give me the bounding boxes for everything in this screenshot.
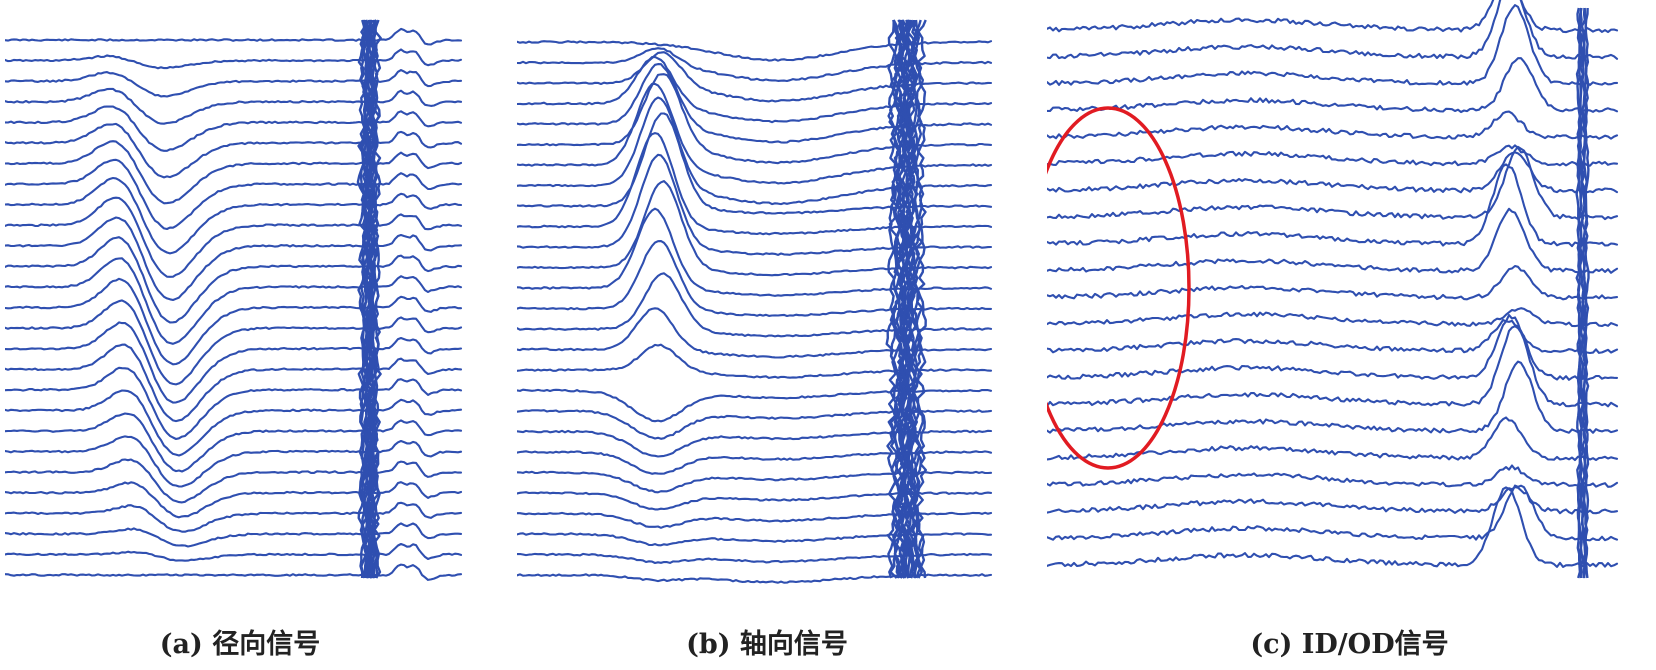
signal-trace (5, 458, 463, 504)
signal-trace (1047, 318, 1619, 355)
caption-a: (a) 径向信号 (159, 629, 321, 660)
signal-trace (5, 196, 463, 278)
burst-trace (367, 19, 382, 579)
signal-trace (1047, 145, 1619, 221)
signal-trace (1047, 464, 1619, 488)
signal-trace (5, 321, 463, 404)
burst-trace (900, 19, 919, 579)
signal-trace (1047, 144, 1619, 167)
signal-trace (1047, 163, 1619, 248)
burst-trace (900, 19, 919, 579)
signal-trace (1047, 486, 1619, 568)
signal-trace (1047, 484, 1619, 542)
caption-c: (c) ID/OD信号 (1250, 629, 1449, 660)
signal-trace (1047, 486, 1619, 515)
signal-trace (5, 435, 463, 488)
signal-trace (517, 491, 993, 511)
panel-c-traces (1047, 0, 1619, 579)
signal-trace (5, 563, 463, 581)
signal-trace (1047, 307, 1619, 328)
burst-trace (889, 19, 908, 579)
panel-b-traces (517, 19, 993, 584)
burst-trace (908, 19, 927, 579)
caption-b: (b) 轴向信号 (686, 629, 848, 660)
signal-trace (5, 481, 463, 519)
signal-trace (5, 299, 463, 386)
signal-trace (5, 389, 463, 457)
burst-trace (359, 19, 375, 579)
burst-trace (888, 19, 908, 579)
signal-trace (1047, 325, 1619, 408)
signal-trace (1047, 264, 1619, 301)
signal-trace (5, 122, 463, 179)
signal-trace (5, 69, 463, 98)
highlight-ellipse (1047, 106, 1191, 470)
signal-trace (1047, 360, 1619, 434)
panel-c (1047, 0, 1652, 615)
signal-trace (1047, 110, 1619, 140)
signal-trace (5, 412, 463, 473)
signal-trace (517, 40, 993, 62)
signal-trace (5, 158, 463, 231)
signal-trace (5, 277, 463, 366)
signal-trace (5, 140, 463, 205)
signal-trace (5, 48, 463, 70)
signal-trace (5, 257, 463, 345)
signal-trace (5, 366, 463, 441)
panel-a (5, 0, 475, 615)
panel-a-traces (5, 19, 463, 581)
burst-trace (1576, 7, 1585, 579)
signal-trace (517, 207, 993, 297)
signal-trace (1047, 0, 1619, 60)
signal-trace (5, 87, 463, 125)
signal-trace (5, 343, 463, 423)
burst-trace (1581, 7, 1590, 579)
signal-trace (5, 522, 463, 548)
signal-trace (1047, 151, 1619, 194)
signal-trace (5, 176, 463, 255)
signal-trace (5, 501, 463, 533)
signal-trace (1047, 207, 1619, 274)
signal-trace (5, 216, 463, 302)
burst-trace (361, 19, 376, 579)
signal-trace (5, 105, 463, 152)
burst-trace (360, 19, 375, 579)
signal-trace (1047, 4, 1619, 86)
signal-trace (5, 27, 463, 46)
signal-trace (5, 542, 463, 562)
signal-trace (5, 236, 463, 324)
signal-trace (1047, 57, 1619, 114)
panel-b (517, 0, 1017, 615)
